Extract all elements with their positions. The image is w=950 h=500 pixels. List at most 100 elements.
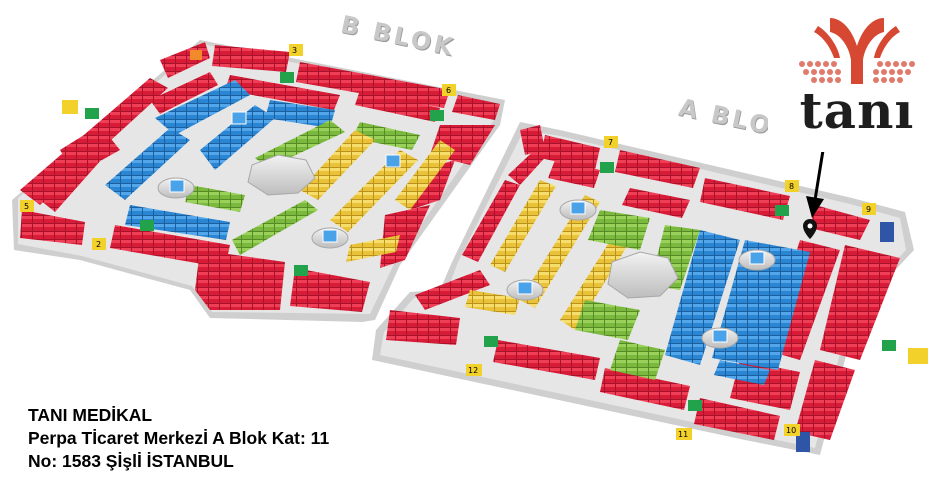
- shop-row: [694, 398, 780, 440]
- shop-row: [265, 100, 335, 128]
- address-line: No: 1583 Şİşlİ İSTANBUL: [28, 451, 234, 471]
- shop-row: [508, 145, 552, 185]
- stairs-icon: [908, 348, 928, 364]
- shop-row: [346, 235, 400, 262]
- gate-number: 11: [678, 430, 688, 439]
- shop-row: [60, 125, 120, 175]
- shop-row: [700, 178, 790, 220]
- gate-number: 7: [608, 138, 613, 147]
- exit-icon: [85, 108, 99, 119]
- elevator-icon: [517, 281, 533, 295]
- shop-row: [615, 150, 700, 188]
- shop-row: [588, 210, 650, 250]
- stairs-icon: [62, 100, 78, 114]
- exit-icon: [430, 110, 444, 121]
- shop-row: [330, 150, 418, 232]
- elevator-icons: [169, 111, 765, 343]
- address-line: Perpa Tİcaret Merkezİ A Blok Kat: 11: [28, 428, 330, 448]
- toilet-icon: [796, 432, 810, 452]
- shop-row: [105, 128, 190, 200]
- exit-icon: [600, 162, 614, 173]
- shop-row: [386, 310, 460, 345]
- shop-row: [462, 180, 520, 262]
- exit-icon: [280, 72, 294, 83]
- tani-logo-emblem: [799, 18, 915, 84]
- shop-row: [125, 205, 230, 240]
- elevator-icon: [231, 111, 247, 125]
- exit-icon: [294, 265, 308, 276]
- toilet-icons: [796, 222, 894, 452]
- b-block: [12, 40, 505, 322]
- gate-number: 5: [24, 202, 29, 211]
- shop-row: [185, 185, 245, 212]
- address-block: TANI MEDİKAL Perpa Tİcaret Merkezİ A Blo…: [28, 404, 329, 473]
- gate-number: 12: [468, 366, 478, 375]
- atrium: [247, 154, 316, 196]
- stairs-icon: [190, 50, 202, 60]
- shop-row: [493, 340, 600, 380]
- shop-row: [520, 125, 545, 155]
- shop-row: [600, 368, 690, 410]
- logo-wordmark: tanı: [799, 81, 915, 140]
- exit-icons: [85, 72, 896, 411]
- gate-number: 9: [866, 205, 871, 214]
- shop-row: [225, 75, 340, 110]
- elevator-icon: [322, 229, 338, 243]
- shop-row: [300, 130, 375, 200]
- shop-row: [795, 360, 855, 440]
- elevator-icon: [385, 154, 401, 168]
- exit-icon: [484, 336, 498, 347]
- shop-row: [820, 245, 900, 360]
- shop-row: [490, 180, 556, 272]
- shop-row: [352, 122, 420, 150]
- elevator-icon: [712, 329, 728, 343]
- exit-icon: [140, 220, 154, 231]
- shop-row: [575, 300, 640, 340]
- shop-row: [610, 340, 665, 380]
- gate-badges: 3 6 5 2 7 8 9 10 11 12: [20, 44, 876, 440]
- shop-row: [465, 290, 520, 315]
- shop-row: [20, 210, 85, 245]
- shop-row: [520, 195, 600, 308]
- shop-row: [232, 200, 318, 255]
- shop-row: [622, 188, 690, 218]
- exit-icon: [688, 400, 702, 411]
- elevator-icon: [749, 251, 765, 265]
- location-pin-dot: [807, 223, 813, 229]
- shop-row: [155, 80, 250, 135]
- shop-row: [665, 230, 740, 365]
- shop-row: [714, 360, 770, 385]
- shop-row: [415, 270, 490, 310]
- shop-row: [290, 268, 370, 312]
- elevator-icon: [570, 201, 586, 215]
- gate-number: 2: [96, 240, 101, 249]
- gate-number: 10: [786, 426, 796, 435]
- shop-row: [195, 250, 285, 310]
- elevator-icon: [169, 179, 185, 193]
- company-name: TANI MEDİKAL: [28, 405, 153, 425]
- shop-row: [380, 205, 430, 268]
- exit-icon: [775, 205, 789, 216]
- tani-logo: tanı: [768, 12, 946, 152]
- pointer-arrow-head: [806, 196, 824, 218]
- stairs-icons: [62, 50, 928, 364]
- shop-row: [212, 45, 290, 72]
- shop-row: [100, 85, 158, 135]
- shop-row: [452, 95, 500, 120]
- shop-row: [150, 72, 218, 114]
- toilet-icon: [880, 222, 894, 242]
- gate-number: 3: [292, 46, 297, 55]
- gate-number: 8: [789, 182, 794, 191]
- shop-row: [810, 205, 870, 240]
- shop-row: [296, 62, 450, 108]
- gate-number: 6: [446, 86, 451, 95]
- shop-row: [548, 160, 600, 188]
- shop-row: [200, 105, 275, 170]
- shop-row: [395, 140, 455, 210]
- shop-row: [560, 225, 636, 330]
- location-pin-icon: [803, 219, 817, 239]
- shop-row: [355, 90, 440, 122]
- atrium: [607, 251, 679, 299]
- exit-icon: [882, 340, 896, 351]
